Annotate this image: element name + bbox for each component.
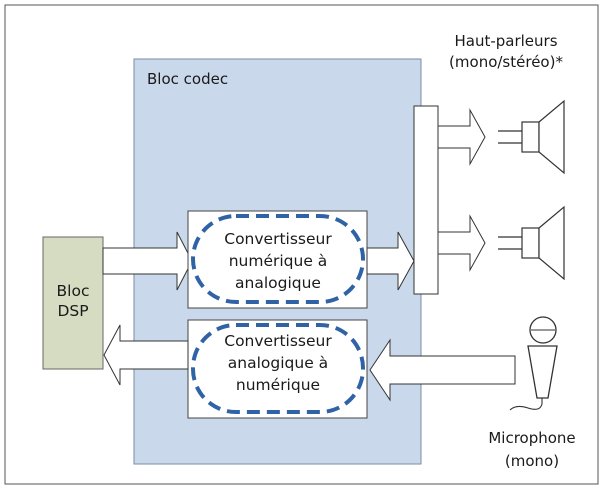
speaker-bottom-icon (498, 205, 565, 281)
dac-line2: numérique à (229, 252, 328, 270)
speakers-label-line1: Haut-parleurs (454, 32, 557, 50)
dsp-label-line2: DSP (57, 302, 88, 320)
dsp-block (42, 236, 104, 370)
speakers-label-line2: (mono/stéréo)* (449, 53, 563, 71)
arrow-dac-to-bar (366, 231, 415, 291)
dsp-label-line1: Bloc (57, 282, 90, 300)
arrow-mic-to-adc (369, 338, 516, 402)
microphone-icon (509, 316, 558, 411)
arrow-adc-to-dsp (103, 324, 189, 386)
mic-label-line1: Microphone (488, 429, 575, 447)
adc-line1: Convertisseur (224, 332, 332, 350)
output-distribution-bar (413, 105, 439, 295)
adc-dashed-outline (191, 323, 365, 414)
mic-label-line2: (mono) (505, 452, 559, 470)
arrow-to-speaker-top (437, 108, 486, 166)
adc-line3: numérique (236, 376, 320, 394)
dac-line3: analogique (235, 274, 321, 292)
codec-block-label: Bloc codec (147, 70, 228, 88)
dac-dashed-outline (191, 214, 365, 304)
adc-converter-box (187, 319, 368, 419)
dac-converter-box (187, 210, 368, 309)
dac-line1: Convertisseur (224, 230, 332, 248)
arrow-dsp-to-dac (102, 231, 193, 291)
speaker-top-icon (498, 99, 565, 175)
arrow-to-speaker-bottom (437, 214, 486, 272)
adc-line2: analogique à (228, 354, 328, 372)
